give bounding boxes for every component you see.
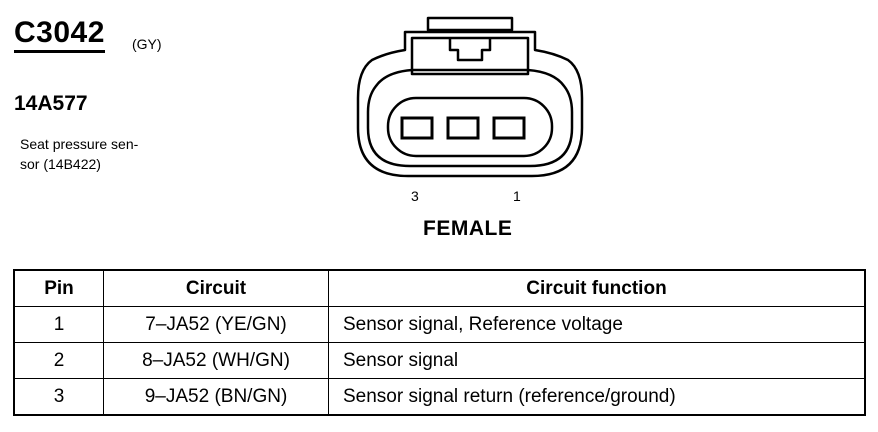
connector-description: Seat pressure sen- sor (14B422): [20, 134, 180, 174]
connector-housing-outline: [356, 30, 584, 178]
pin-cavity-3: [400, 116, 434, 140]
cell-pin: 1: [13, 306, 104, 343]
table-header-row: Pin Circuit Circuit function: [13, 269, 866, 307]
cell-circuit-function: Sensor signal: [328, 342, 866, 379]
header-pin: Pin: [13, 269, 104, 307]
cell-circuit: 9–JA52 (BN/GN): [103, 378, 329, 416]
pin-cavity-2: [446, 116, 480, 140]
cell-circuit: 8–JA52 (WH/GN): [103, 342, 329, 379]
description-line: sor (14B422): [20, 156, 101, 172]
cell-circuit-function: Sensor signal, Reference voltage: [328, 306, 866, 343]
table-row: 1 7–JA52 (YE/GN) Sensor signal, Referenc…: [13, 306, 866, 343]
table-row: 3 9–JA52 (BN/GN) Sensor signal return (r…: [13, 378, 866, 416]
pin-label-3: 3: [411, 188, 419, 204]
header-circuit: Circuit: [103, 269, 329, 307]
header-circuit-function: Circuit function: [328, 269, 866, 307]
cell-circuit: 7–JA52 (YE/GN): [103, 306, 329, 343]
latch-housing: [410, 36, 530, 76]
latch-key: [448, 38, 492, 62]
table-row: 2 8–JA52 (WH/GN) Sensor signal: [13, 342, 866, 379]
description-line: Seat pressure sen-: [20, 136, 139, 152]
cell-pin: 2: [13, 342, 104, 379]
connector-inner-outline: [366, 68, 574, 168]
cell-circuit-function: Sensor signal return (reference/ground): [328, 378, 866, 416]
cavity-frame: [386, 96, 554, 158]
part-number: 14A577: [14, 92, 88, 115]
latch-top-tab: [426, 16, 514, 32]
connector-face-diagram: [356, 16, 584, 178]
connector-gender: FEMALE: [423, 217, 513, 240]
connector-color: (GY): [132, 36, 162, 52]
pin-label-1: 1: [513, 188, 521, 204]
connector-id: C3042: [14, 18, 105, 53]
pin-cavity-1: [492, 116, 526, 140]
cell-pin: 3: [13, 378, 104, 416]
pinout-table: Pin Circuit Circuit function 1 7–JA52 (Y…: [13, 269, 866, 416]
